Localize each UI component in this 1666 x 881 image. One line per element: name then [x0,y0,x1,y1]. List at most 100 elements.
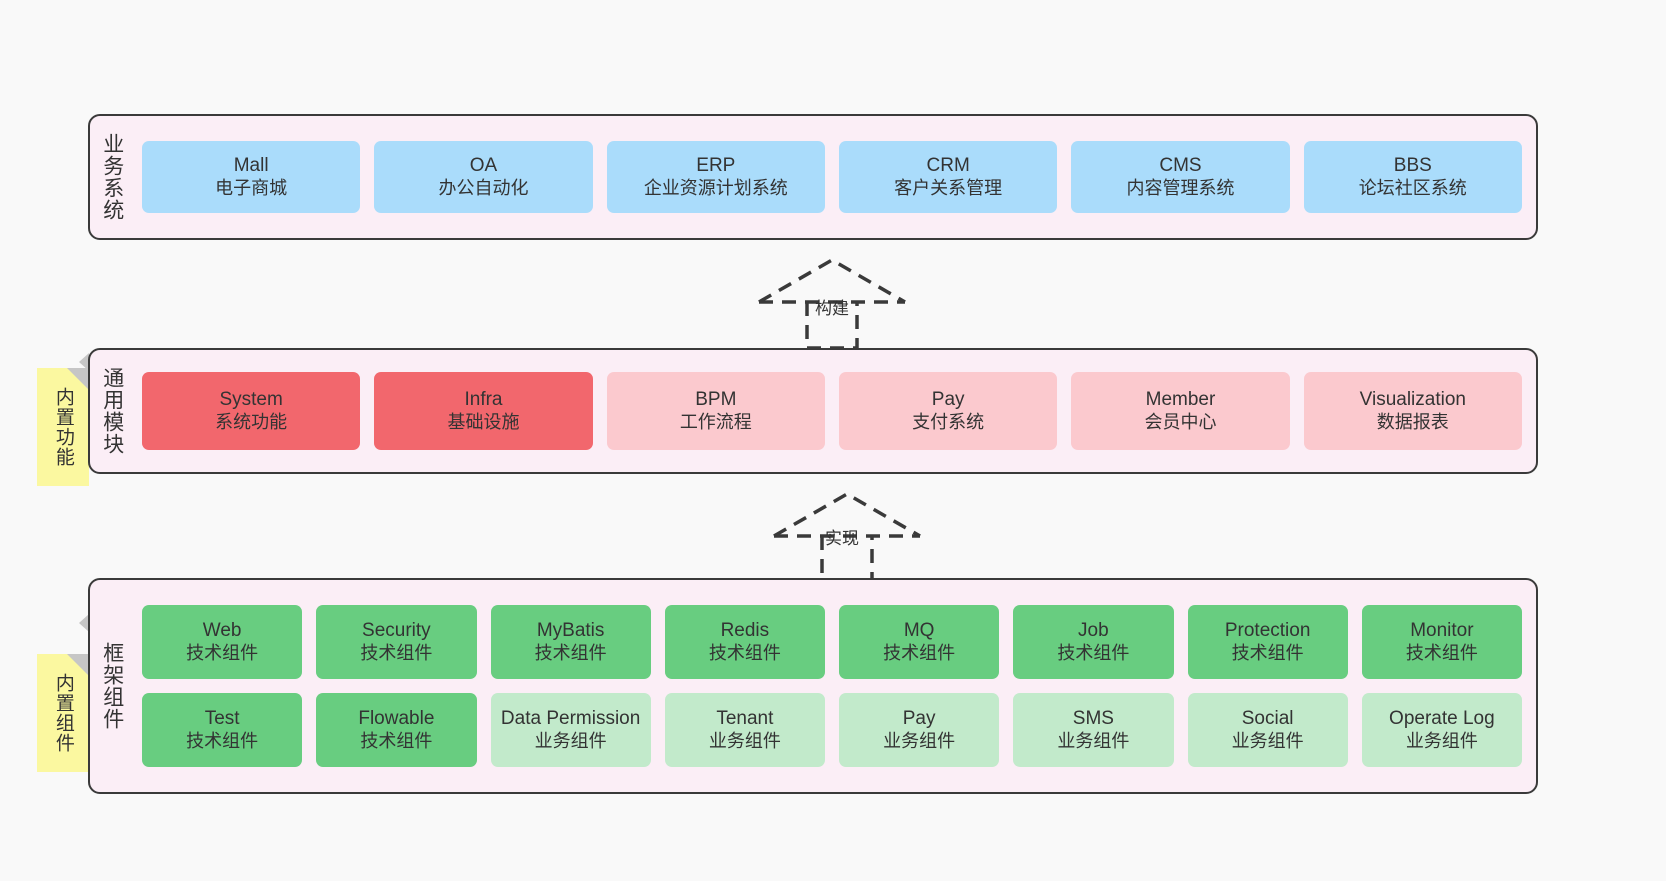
card-title: Web [202,619,242,641]
connector-implement-label: 实现 [825,529,859,548]
card-title: Security [362,619,431,641]
card-pay-component[interactable]: Pay 业务组件 [839,693,1000,767]
folded-corner-icon [67,654,89,676]
card-mq[interactable]: MQ 技术组件 [839,605,1000,679]
card-protection[interactable]: Protection 技术组件 [1187,605,1348,679]
card-title: Job [1078,619,1109,641]
card-title: Protection [1224,619,1311,641]
sticky-note-builtin-features: 内置功能 [37,368,89,486]
card-social[interactable]: Social 业务组件 [1187,693,1348,767]
card-subtitle: 办公自动化 [438,178,529,199]
card-mall[interactable]: Mall 电子商城 [142,141,361,213]
card-title: Pay [931,388,965,410]
layer-caption-common: 通用模块 [100,367,124,455]
layer-caption-business: 业务系统 [100,133,124,221]
card-security[interactable]: Security 技术组件 [316,605,477,679]
card-mybatis[interactable]: MyBatis 技术组件 [490,605,651,679]
sticky-note-label: 内置组件 [52,673,74,753]
card-subtitle: 业务组件 [534,731,607,752]
card-subtitle: 工作流程 [679,412,752,433]
card-title: Pay [902,707,936,729]
card-cms[interactable]: CMS 内容管理系统 [1071,141,1290,213]
card-title: Test [204,707,240,729]
card-subtitle: 技术组件 [186,643,259,664]
card-title: MyBatis [536,619,605,641]
card-title: Mall [233,154,269,176]
card-flowable[interactable]: Flowable 技术组件 [316,693,477,767]
connector-build-label: 构建 [815,299,849,318]
card-pay[interactable]: Pay 支付系统 [838,372,1058,450]
card-title: Social [1241,707,1294,729]
card-title: Data Permission [500,707,641,729]
sticky-note-label: 内置功能 [52,387,74,467]
layer-framework-components: 框架组件 Web 技术组件 Security 技术组件 MyBatis 技术组件… [88,578,1538,794]
card-subtitle: 基础设施 [447,412,520,433]
card-title: Infra [464,388,503,410]
card-title: MQ [903,619,935,641]
common-card-row: System 系统功能 Infra 基础设施 BPM 工作流程 Pay 支付系统… [134,350,1536,472]
card-subtitle: 业务组件 [883,731,956,752]
layer-common-modules: 通用模块 System 系统功能 Infra 基础设施 BPM 工作流程 Pay… [88,348,1538,474]
card-title: ERP [696,154,736,176]
card-subtitle: 技术组件 [534,643,607,664]
card-title: Visualization [1359,388,1466,410]
card-monitor[interactable]: Monitor 技术组件 [1361,605,1522,679]
card-title: System [219,388,283,410]
card-subtitle: 系统功能 [215,412,288,433]
business-card-row: Mall 电子商城 OA 办公自动化 ERP 企业资源计划系统 CRM 客户关系… [134,116,1536,238]
card-redis[interactable]: Redis 技术组件 [664,605,825,679]
framework-card-row-1: Web 技术组件 Security 技术组件 MyBatis 技术组件 Redi… [142,605,1522,679]
card-subtitle: 技术组件 [708,643,781,664]
card-oa[interactable]: OA 办公自动化 [374,141,593,213]
card-subtitle: 业务组件 [1231,731,1304,752]
card-test[interactable]: Test 技术组件 [142,693,303,767]
card-title: Flowable [358,707,435,729]
card-crm[interactable]: CRM 客户关系管理 [838,141,1058,213]
card-subtitle: 技术组件 [360,643,433,664]
card-subtitle: 技术组件 [1057,643,1130,664]
card-tenant[interactable]: Tenant 业务组件 [664,693,825,767]
card-sms[interactable]: SMS 业务组件 [1013,693,1174,767]
card-bbs[interactable]: BBS 论坛社区系统 [1303,141,1522,213]
card-subtitle: 技术组件 [186,731,259,752]
card-title: Redis [720,619,770,641]
card-erp[interactable]: ERP 企业资源计划系统 [606,141,825,213]
card-subtitle: 业务组件 [1057,731,1130,752]
card-title: CMS [1159,154,1202,176]
card-subtitle: 支付系统 [912,412,985,433]
card-title: Member [1145,388,1216,410]
framework-card-grid: Web 技术组件 Security 技术组件 MyBatis 技术组件 Redi… [134,580,1536,792]
sticky-pointer-icon [79,353,89,371]
card-subtitle: 客户关系管理 [894,178,1003,199]
card-infra[interactable]: Infra 基础设施 [374,372,593,450]
card-web[interactable]: Web 技术组件 [142,605,303,679]
card-bpm[interactable]: BPM 工作流程 [606,372,825,450]
sticky-pointer-icon [79,614,89,632]
card-title: OA [469,154,498,176]
sticky-note-builtin-components: 内置组件 [37,654,89,772]
card-title: BBS [1393,154,1432,176]
card-data-permission[interactable]: Data Permission 业务组件 [490,693,651,767]
card-subtitle: 电子商城 [215,178,288,199]
card-title: CRM [926,154,970,176]
card-job[interactable]: Job 技术组件 [1013,605,1174,679]
card-system[interactable]: System 系统功能 [142,372,361,450]
card-subtitle: 内容管理系统 [1126,178,1235,199]
card-title: Monitor [1410,619,1474,641]
card-subtitle: 技术组件 [1405,643,1478,664]
card-visualization[interactable]: Visualization 数据报表 [1303,372,1522,450]
framework-card-row-2: Test 技术组件 Flowable 技术组件 Data Permission … [142,693,1522,767]
card-subtitle: 业务组件 [1405,731,1478,752]
card-subtitle: 技术组件 [883,643,956,664]
layer-business-systems: 业务系统 Mall 电子商城 OA 办公自动化 ERP 企业资源计划系统 CRM… [88,114,1538,240]
card-title: Operate Log [1389,707,1495,729]
card-title: Tenant [716,707,774,729]
card-subtitle: 企业资源计划系统 [643,178,788,199]
card-member[interactable]: Member 会员中心 [1071,372,1290,450]
card-subtitle: 数据报表 [1376,412,1449,433]
layer-caption-framework: 框架组件 [100,642,124,730]
card-subtitle: 业务组件 [708,731,781,752]
folded-corner-icon [67,368,89,390]
card-operate-log[interactable]: Operate Log 业务组件 [1361,693,1522,767]
